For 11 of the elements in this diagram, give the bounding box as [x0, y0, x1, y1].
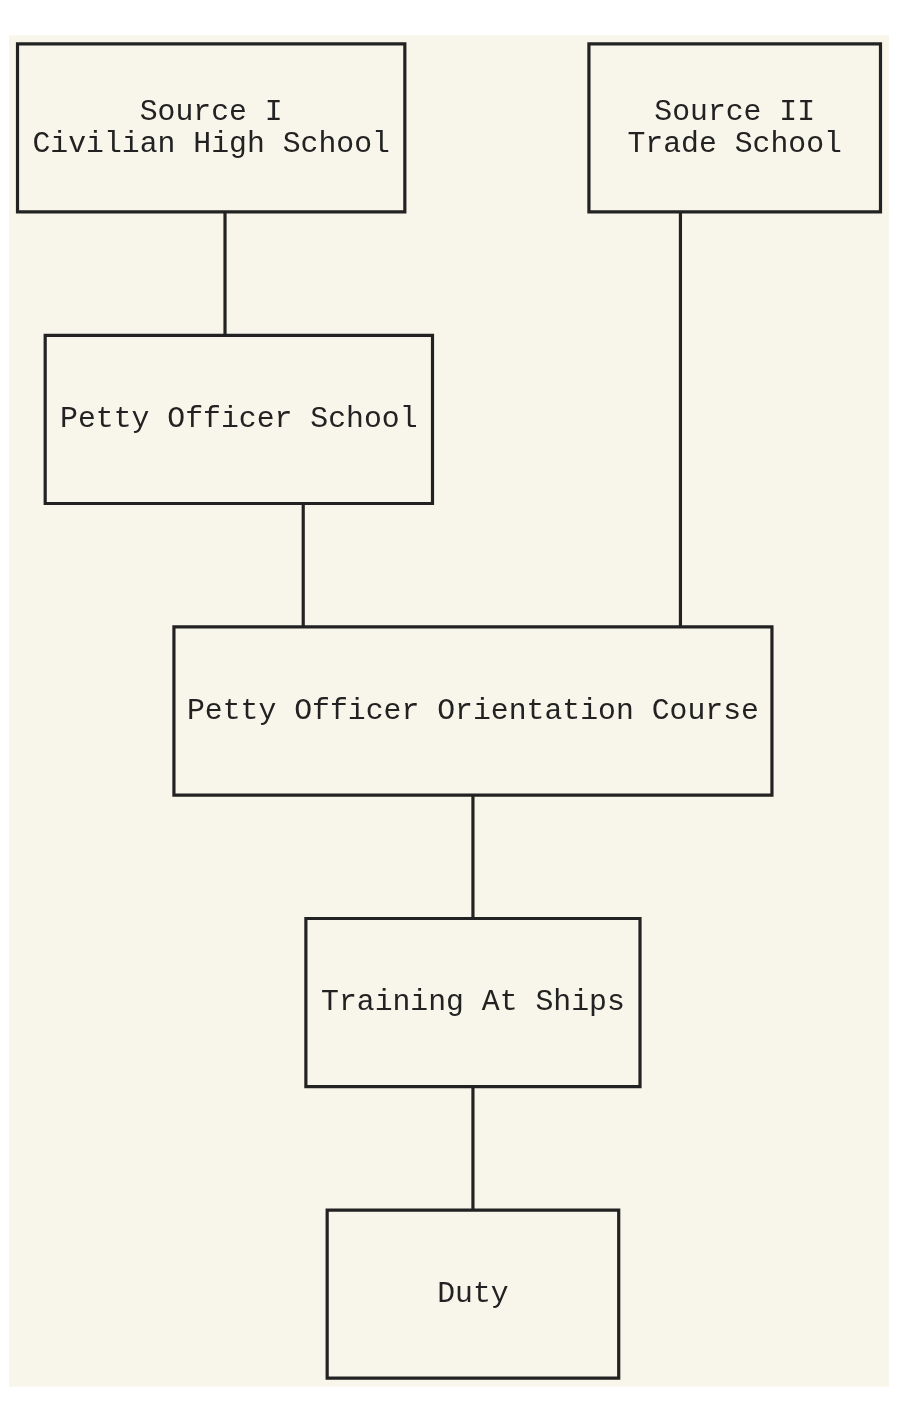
connector	[678, 211, 682, 627]
node-box: Duty	[325, 1207, 620, 1380]
connector	[470, 1086, 475, 1210]
node-box: Petty Officer School	[43, 333, 434, 505]
node-box: Source II Trade School	[586, 41, 882, 214]
node-box: Source I Civilian High School	[15, 41, 406, 214]
node-box: Petty Officer Orientation Course	[171, 624, 774, 797]
connector	[470, 794, 475, 918]
connector	[301, 503, 305, 627]
node-box: Training At Ships	[303, 916, 642, 1088]
connector	[222, 211, 227, 335]
